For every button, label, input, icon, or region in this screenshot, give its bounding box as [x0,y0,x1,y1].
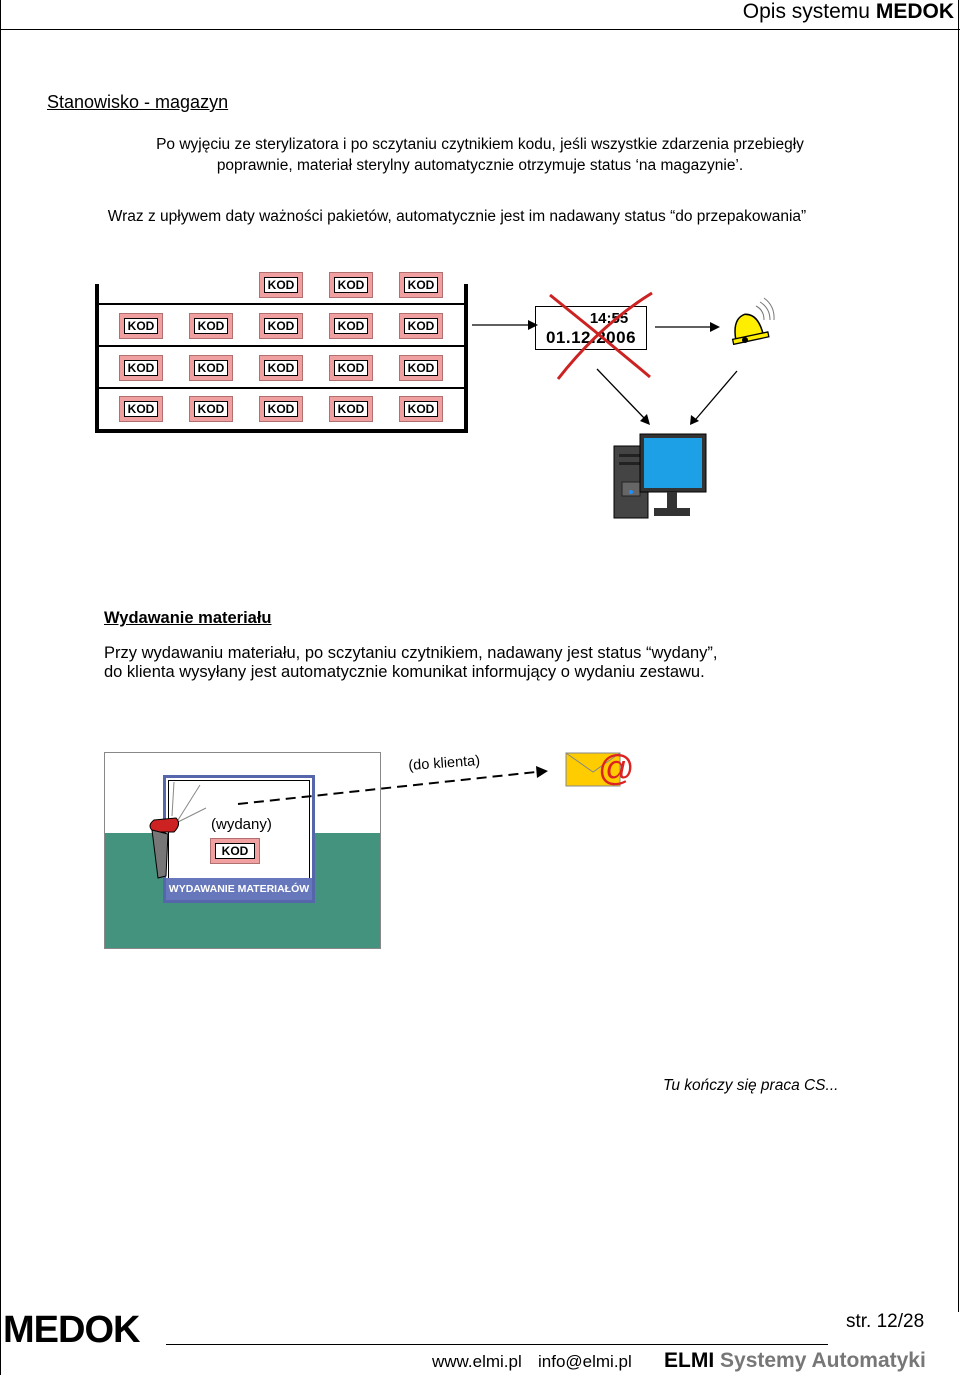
paragraph-sterile-status: Po wyjęciu ze sterylizatora i po sczytan… [0,134,960,176]
document-header: Opis systemu MEDOK [743,0,954,24]
footer-logo: MEDOK [3,1309,140,1351]
paragraph-repack-status: Wraz z upływem daty ważności pakietów, a… [107,208,807,225]
paragraph-line: Po wyjęciu ze sterylizatora i po sczytan… [156,136,804,153]
kod-label: KOD [404,318,438,334]
kod-label: KOD [194,318,228,334]
kod-package: KOD [329,355,373,381]
section-heading-issuing: Wydawanie materiału [104,609,272,627]
expiry-time: 14:55 [589,310,629,327]
paragraph-issuing: Przy wydawaniu materiału, po sczytaniu c… [104,644,804,682]
kod-package: KOD [259,355,303,381]
expired-cross-icon [549,291,653,380]
kod-package: KOD [119,355,163,381]
envelope-icon [565,752,621,787]
arrow-to-bell [655,322,720,332]
kod-label: KOD [334,277,368,293]
company-name: ELMI [664,1349,715,1372]
kod-package: KOD [189,355,233,381]
kod-label: KOD [264,277,298,293]
kod-package: KOD [399,313,443,339]
header-prefix: Opis systemu [742,0,876,23]
kod-label: KOD [194,401,228,417]
expiry-date-box [535,306,647,350]
kod-label: KOD [404,277,438,293]
kod-package: KOD [189,313,233,339]
kod-package: KOD [259,313,303,339]
kod-label: KOD [334,318,368,334]
issued-kod-package: KOD [210,838,260,864]
kod-package: KOD [189,396,233,422]
kod-package: KOD [329,313,373,339]
kod-label: KOD [124,318,158,334]
kod-label: KOD [334,401,368,417]
issued-status-label: (wydany) [211,816,272,833]
kod-label: KOD [264,401,298,417]
kod-package: KOD [259,396,303,422]
footer-company: ELMI Systemy Automatyki [664,1349,926,1373]
kod-label: KOD [124,401,158,417]
kod-package: KOD [329,272,373,298]
header-rule [0,29,960,30]
arrow-to-date [472,320,538,330]
company-subtitle: Systemy Automatyki [720,1349,926,1372]
computer-icon [613,433,707,519]
footer-website-link[interactable]: www.elmi.pl [432,1352,522,1371]
shelf-icon [95,284,468,433]
kod-package: KOD [259,272,303,298]
kod-package: KOD [119,396,163,422]
barcode-scanner-icon [149,781,207,879]
expiry-date: 01.12.2006 [545,328,637,347]
paragraph-line: poprawnie, materiał sterylny automatyczn… [216,157,744,174]
kod-package: KOD [399,396,443,422]
paragraph-line: do klienta wysyłany jest automatycznie k… [104,663,705,681]
screen-title-bar: WYDAWANIE MATERIAŁÓW [166,878,312,900]
kod-label: KOD [334,360,368,376]
kod-label: KOD [124,360,158,376]
right-border [958,0,959,1312]
kod-package: KOD [119,313,163,339]
at-icon: @ [598,747,635,788]
kod-package: KOD [399,355,443,381]
closing-note: Tu kończy się praca CS... [663,1077,839,1094]
kod-label: KOD [404,360,438,376]
kod-label: KOD [264,318,298,334]
kod-package: KOD [399,272,443,298]
monitor-icon [644,438,702,488]
kod-label: KOD [264,360,298,376]
arrow-to-client [237,766,548,805]
kod-label: KOD [215,843,255,859]
kod-label: KOD [194,360,228,376]
paragraph-line: Przy wydawaniu materiału, po sczytaniu c… [104,644,718,662]
header-brand: MEDOK [875,0,954,23]
footer-rule [166,1344,828,1345]
kod-package: KOD [329,396,373,422]
bell-icon [731,297,775,346]
kod-label: KOD [404,401,438,417]
footer-email-link[interactable]: info@elmi.pl [538,1352,632,1371]
arrows-to-computer [596,368,738,425]
section-heading-warehouse: Stanowisko - magazyn [47,92,229,112]
left-border [0,0,1,1375]
page-number: str. 12/28 [846,1311,925,1332]
